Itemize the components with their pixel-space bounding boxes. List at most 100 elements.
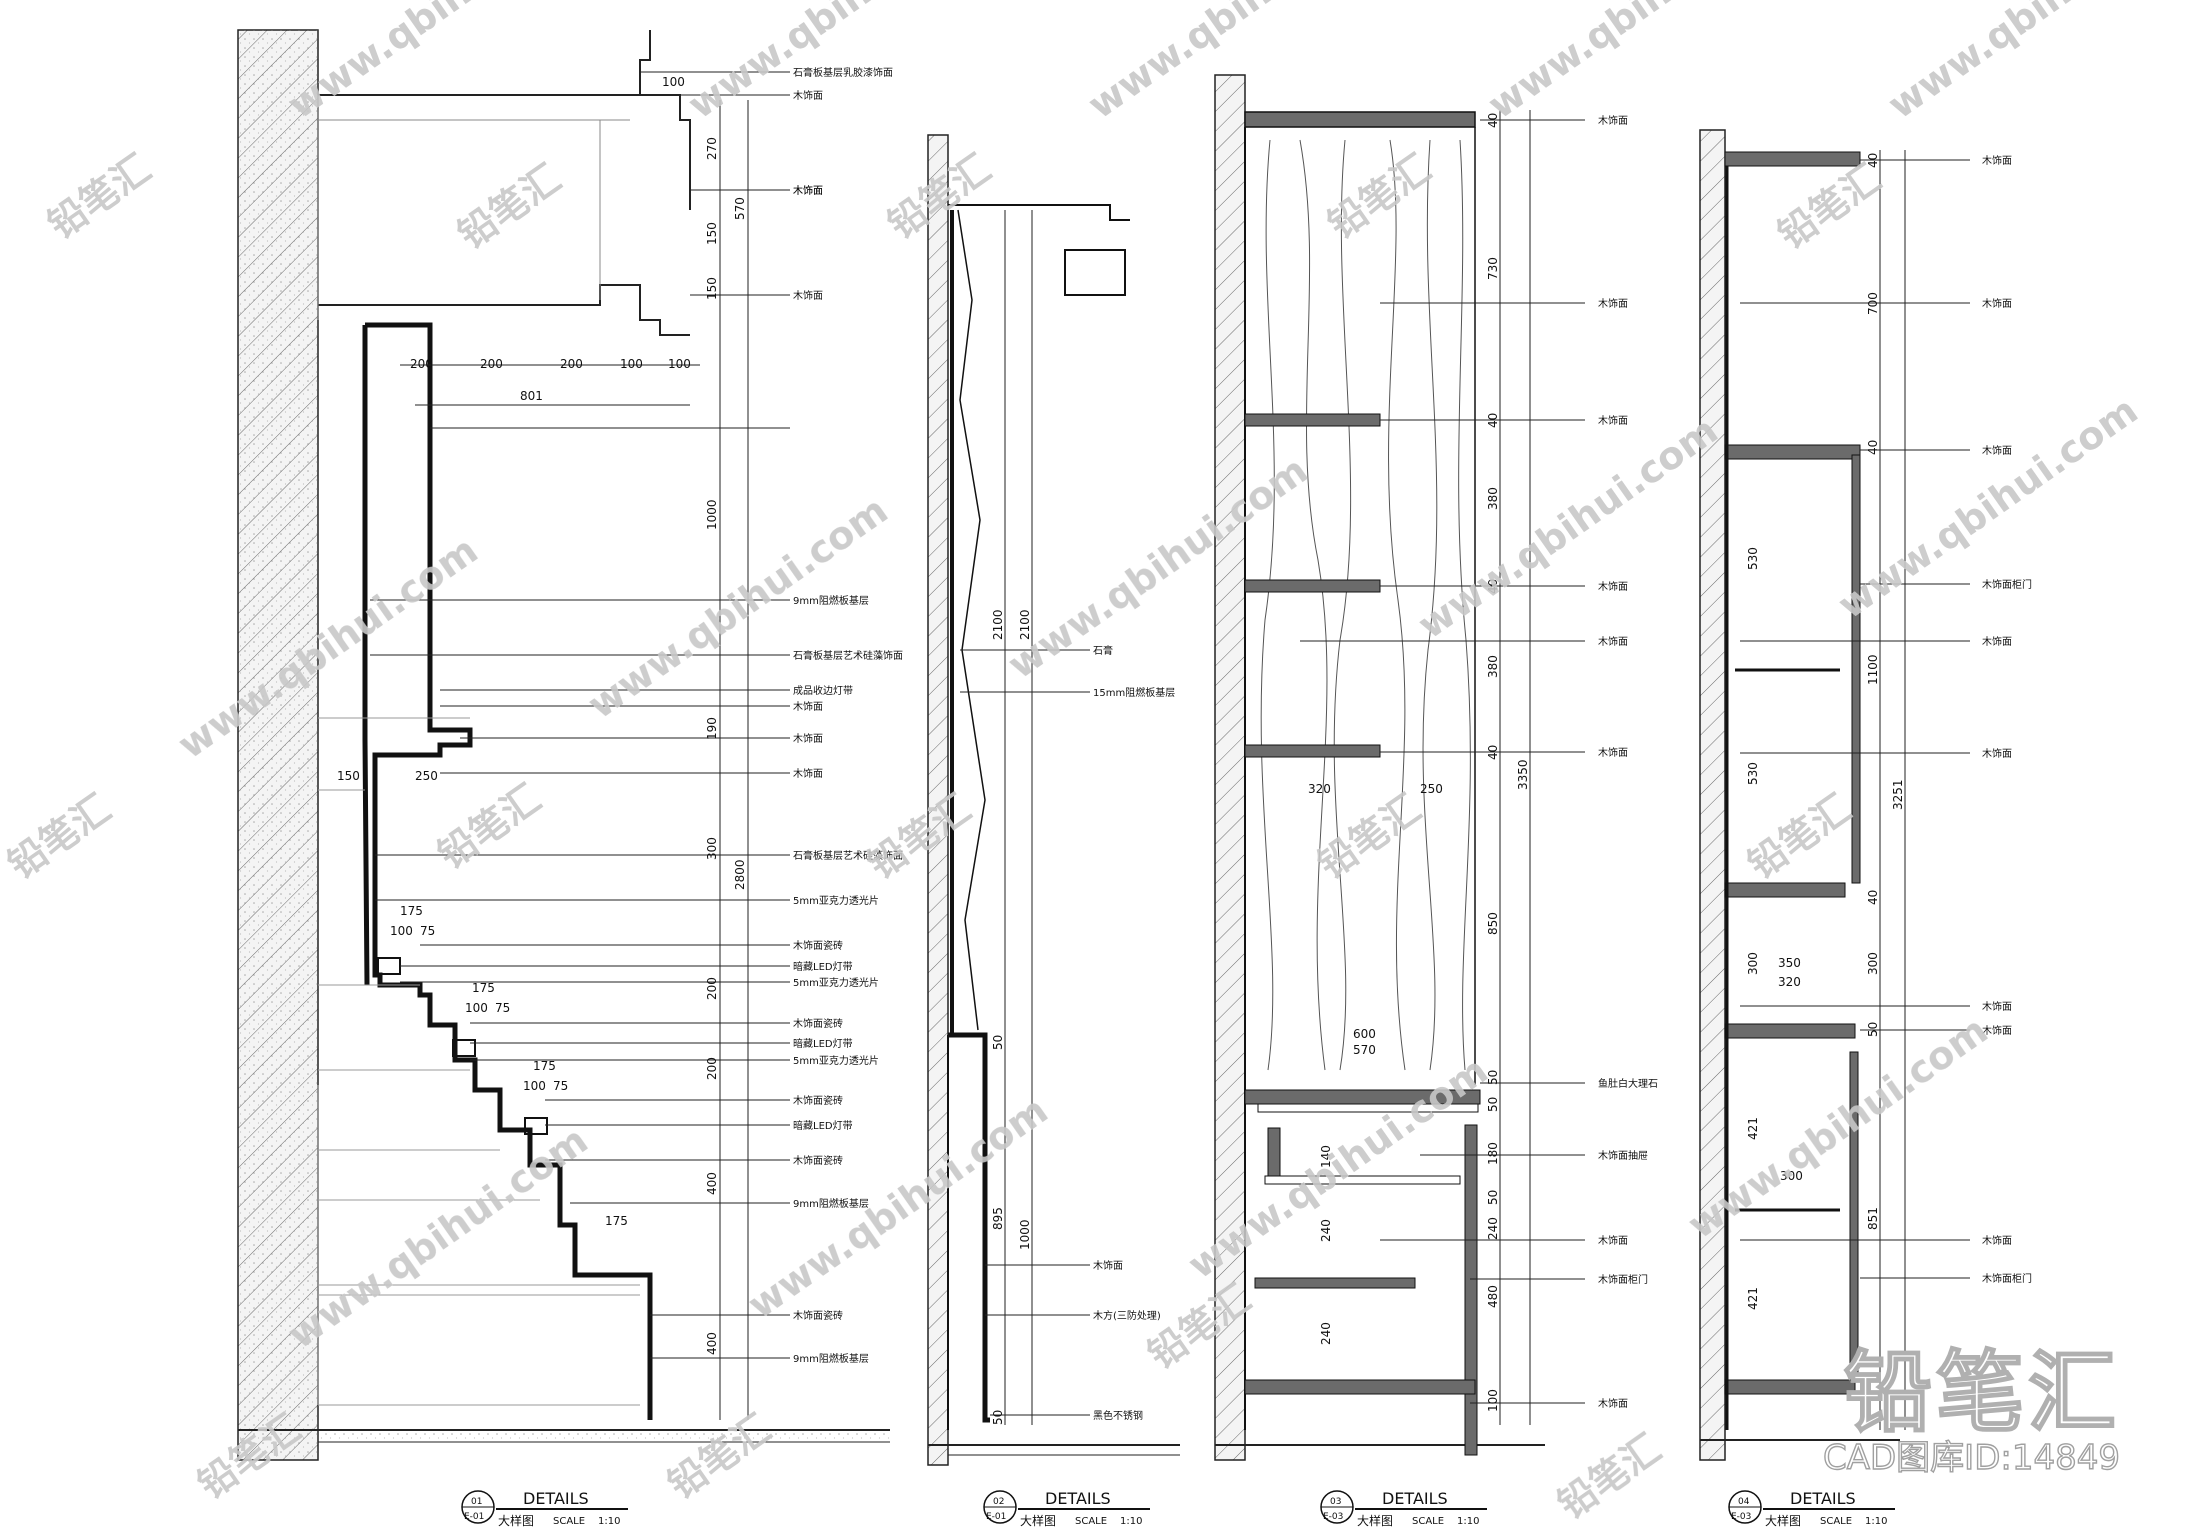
note-label: 5mm亚克力透光片: [793, 1054, 879, 1067]
note-label: 15mm阻燃板基层: [1093, 686, 1175, 699]
dim-label: 75: [495, 1001, 510, 1015]
dim-label: 240: [1486, 1217, 1500, 1240]
dim-label: 200: [705, 977, 719, 1000]
dim-label: 300: [1780, 1169, 1803, 1183]
note-label: 木饰面瓷砖: [793, 1094, 843, 1107]
dim-label: 175: [605, 1214, 628, 1228]
detail-number: 03: [1330, 1497, 1341, 1507]
dim-label: 200: [560, 357, 583, 371]
detail-subtitle: 大样图: [1357, 1513, 1393, 1528]
detail-01-drawing: [237, 29, 890, 1461]
note-label: 木饰面柜门: [1982, 1272, 2032, 1285]
dim-label: 300: [1866, 952, 1880, 975]
dim-label: 100: [662, 75, 685, 89]
note-label: 木饰面柜门: [1982, 578, 2032, 591]
scale-value: 1:10: [1865, 1516, 1887, 1527]
dim-label: 250: [1420, 782, 1443, 796]
detail-ref: E-03: [1323, 1512, 1343, 1522]
dim-label: 270: [705, 137, 719, 160]
dim-label: 1000: [705, 499, 719, 530]
note-label: 木饰面: [1982, 1024, 2012, 1037]
detail-title: DETAILS: [1790, 1489, 1856, 1508]
detail-ref: E-03: [1731, 1512, 1751, 1522]
dim-label: 150: [705, 222, 719, 245]
note-label: 暗藏LED灯带: [793, 1037, 853, 1050]
dim-label: 50: [991, 1410, 1005, 1425]
note-label: 木饰面: [1598, 114, 1628, 127]
dim-label: 50: [1486, 1097, 1500, 1112]
detail-04-drawing: [1699, 129, 1970, 1461]
dim-label: 40: [1486, 745, 1500, 760]
dim-label: 175: [400, 904, 423, 918]
scale-value: 1:10: [1120, 1516, 1142, 1527]
detail-03-drawing: [1214, 74, 1585, 1461]
note-label: 9mm阻燃板基层: [793, 1197, 869, 1210]
dim-label: 40: [1866, 440, 1880, 455]
watermark-brand: 铅笔汇: [660, 1406, 779, 1507]
dim-label: 320: [1308, 782, 1331, 796]
dim-label: 150: [705, 277, 719, 300]
dim-label: 700: [1866, 292, 1880, 315]
dim-label: 75: [553, 1079, 568, 1093]
detail-title: DETAILS: [1045, 1489, 1111, 1508]
note-label: 木饰面: [1598, 580, 1628, 593]
note-label: 木饰面: [1598, 1397, 1628, 1410]
detail-number: 01: [471, 1497, 482, 1507]
watermark-brand: 铅笔汇: [40, 146, 159, 247]
scale-label: SCALE: [1412, 1516, 1444, 1527]
dim-label: 380: [1486, 655, 1500, 678]
dim-label: 851: [1866, 1207, 1880, 1230]
dim-label: 801: [520, 389, 543, 403]
note-label: 黑色不锈钢: [1093, 1409, 1143, 1422]
dim-label: 350: [1778, 956, 1801, 970]
note-label: 石膏: [1093, 644, 1113, 657]
note-label: 鱼肚白大理石: [1598, 1077, 1658, 1090]
dim-label: 100: [523, 1079, 546, 1093]
note-label: 木饰面: [793, 289, 823, 302]
dim-label: 200: [705, 1057, 719, 1080]
note-label: 木饰面瓷砖: [793, 1017, 843, 1030]
note-label: 石膏板基层艺术硅藻饰面: [793, 649, 903, 662]
dim-label: 2800: [733, 859, 747, 890]
dim-label: 480: [1486, 1285, 1500, 1308]
dim-label: 100: [620, 357, 643, 371]
dim-label: 150: [337, 769, 360, 783]
note-label: 木饰面: [793, 700, 823, 713]
dim-label: 421: [1746, 1287, 1760, 1310]
detail-02-drawing: [927, 134, 1180, 1466]
note-label: 木饰面: [1598, 635, 1628, 648]
scale-label: SCALE: [1075, 1516, 1107, 1527]
scale-value: 1:10: [1457, 1516, 1479, 1527]
note-label: 木饰面: [793, 89, 823, 102]
note-label: 木饰面: [1598, 414, 1628, 427]
dim-label: 240: [1319, 1219, 1333, 1242]
note-label: 5mm亚克力透光片: [793, 894, 879, 907]
dim-label: 1100: [1866, 654, 1880, 685]
dim-label: 40: [1866, 153, 1880, 168]
note-label: 暗藏LED灯带: [793, 1119, 853, 1132]
note-label: 木饰面: [1982, 1234, 2012, 1247]
note-label: 木饰面: [793, 732, 823, 745]
dim-label: 175: [472, 981, 495, 995]
watermark-brand: 铅笔汇: [430, 776, 549, 877]
note-label: 木饰面: [1598, 1234, 1628, 1247]
dim-label: 40: [1486, 579, 1500, 594]
dim-label: 1000: [1018, 1219, 1032, 1250]
note-label: 木饰面: [1598, 297, 1628, 310]
watermark-brand: 铅笔汇: [1320, 146, 1439, 247]
note-label: 成品收边灯带: [793, 684, 853, 697]
dim-label: 175: [533, 1059, 556, 1073]
dim-label: 190: [705, 717, 719, 740]
dim-label: 50: [991, 1035, 1005, 1050]
dim-label: 530: [1746, 762, 1760, 785]
dim-label: 570: [1353, 1043, 1376, 1057]
dim-label: 895: [991, 1207, 1005, 1230]
brand-logo: 铅笔汇 CAD图库ID:14849: [1760, 1322, 2160, 1482]
note-label: 9mm阻燃板基层: [793, 594, 869, 607]
dim-label: 421: [1746, 1117, 1760, 1140]
